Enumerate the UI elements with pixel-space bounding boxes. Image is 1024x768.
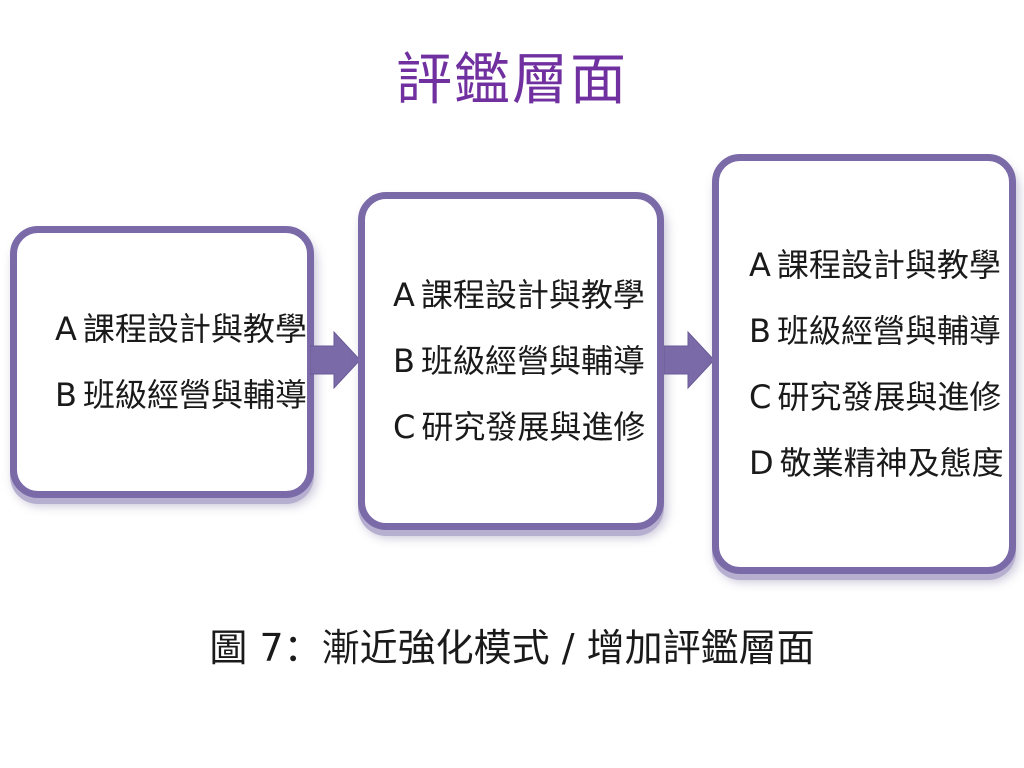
slide-title: 評鑑層面 bbox=[396, 48, 628, 113]
item-letter: C bbox=[749, 378, 772, 416]
item-letter: A bbox=[393, 276, 415, 314]
item-text: 課程設計與教學 bbox=[776, 246, 1001, 284]
right-arrow-icon bbox=[664, 330, 714, 390]
item-letter: C bbox=[393, 408, 416, 446]
item-letter: B bbox=[55, 376, 77, 414]
item-text: 課程設計與教學 bbox=[420, 276, 645, 314]
arrow-shape bbox=[310, 330, 360, 390]
item-letter: B bbox=[393, 342, 415, 380]
item-text: 班級經營與輔導 bbox=[82, 376, 307, 414]
item-letter: A bbox=[55, 310, 77, 348]
item-letter: A bbox=[749, 246, 771, 284]
item-text: 班級經營與輔導 bbox=[776, 312, 1001, 350]
item-text: 課程設計與教學 bbox=[82, 310, 307, 348]
item-letter: D bbox=[749, 444, 774, 482]
item-text: 班級經營與輔導 bbox=[420, 342, 645, 380]
item-text: 研究發展與進修 bbox=[421, 408, 646, 446]
arrow-shape bbox=[664, 330, 714, 390]
right-arrow-icon bbox=[310, 330, 360, 390]
item-text: 研究發展與進修 bbox=[777, 378, 1002, 416]
item-text: 敬業精神及態度 bbox=[779, 444, 1004, 482]
figure-caption: 圖 7：漸近強化模式 / 增加評鑑層面 bbox=[209, 626, 815, 670]
item-letter: B bbox=[749, 312, 771, 350]
